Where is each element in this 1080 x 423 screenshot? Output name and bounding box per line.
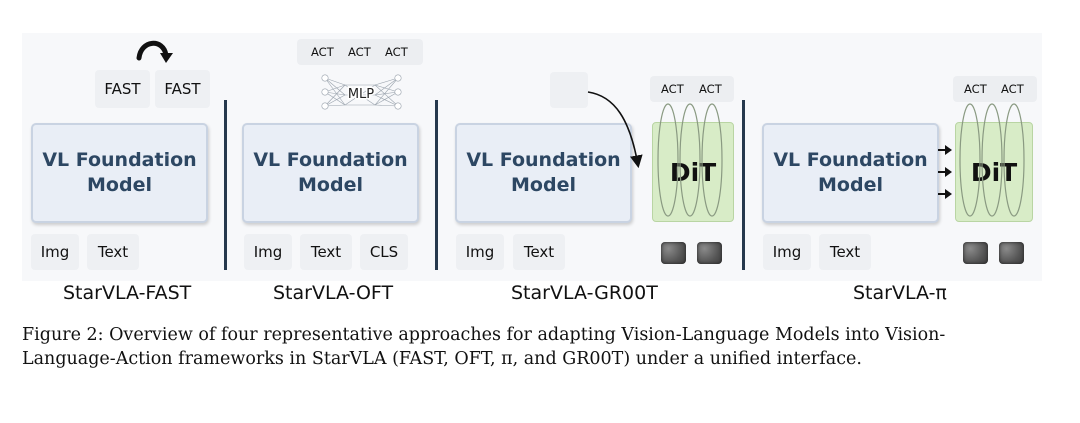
fast-token: FAST (95, 70, 150, 108)
figure-caption: Figure 2: Overview of four representativ… (22, 323, 1052, 371)
mlp-label: MLP (348, 87, 374, 102)
noise-token (963, 242, 988, 264)
action-token: ACT (385, 45, 408, 59)
text-input-token: Text (300, 234, 352, 270)
variant-label: StarVLA-OFT (273, 282, 394, 304)
action-token: ACT (661, 82, 684, 96)
feature-flow-arrow-icon (587, 91, 643, 169)
vl-foundation-model-box: VL Foundation Model (762, 123, 939, 223)
action-token-band (650, 76, 734, 102)
variant-label: StarVLA-π (853, 282, 947, 304)
action-token: ACT (1001, 82, 1024, 96)
model-label-line2: Model (87, 174, 152, 196)
panel-divider (435, 100, 438, 270)
noise-token (999, 242, 1024, 264)
model-label-line1: VL Foundation (773, 149, 928, 171)
img-input-token: Img (244, 234, 292, 270)
action-token: ACT (964, 82, 987, 96)
vl-foundation-model-box: VL Foundation Model (242, 123, 419, 223)
fast-token: FAST (155, 70, 210, 108)
action-token-band (953, 76, 1037, 102)
text-input-token: Text (87, 234, 139, 270)
action-token: ACT (311, 45, 334, 59)
variant-label: StarVLA-FAST (63, 282, 192, 304)
blank-token (550, 72, 588, 108)
model-label-line2: Model (511, 174, 576, 196)
action-token-band (297, 39, 423, 65)
noise-token (697, 242, 722, 264)
vl-foundation-model-box: VL Foundation Model (455, 123, 632, 223)
mlp-network-icon (321, 74, 402, 110)
model-label-line2: Model (298, 174, 363, 196)
autoregressive-arrow-icon (136, 40, 173, 63)
model-label-line1: VL Foundation (42, 149, 197, 171)
img-input-token: Img (31, 234, 79, 270)
action-token: ACT (699, 82, 722, 96)
action-token: ACT (348, 45, 371, 59)
text-input-token: Text (819, 234, 871, 270)
model-label-line2: Model (818, 174, 883, 196)
cls-input-token: CLS (360, 234, 408, 270)
caption-line: Language-Action frameworks in StarVLA (F… (22, 349, 862, 369)
model-label-line1: VL Foundation (466, 149, 621, 171)
text-input-token: Text (513, 234, 565, 270)
layer-feature-arrows-icon (938, 145, 952, 199)
dit-loop-icon (959, 103, 1025, 217)
panel-divider (224, 100, 227, 270)
noise-token (661, 242, 686, 264)
img-input-token: Img (763, 234, 811, 270)
model-label-line1: VL Foundation (253, 149, 408, 171)
caption-line: Figure 2: Overview of four representativ… (22, 325, 946, 345)
variant-label: StarVLA-GR00T (511, 282, 658, 304)
panel-divider (742, 100, 745, 270)
vl-foundation-model-box: VL Foundation Model (31, 123, 208, 223)
dit-loop-icon (657, 103, 723, 217)
dit-block: DiT (652, 122, 734, 222)
img-input-token: Img (456, 234, 504, 270)
